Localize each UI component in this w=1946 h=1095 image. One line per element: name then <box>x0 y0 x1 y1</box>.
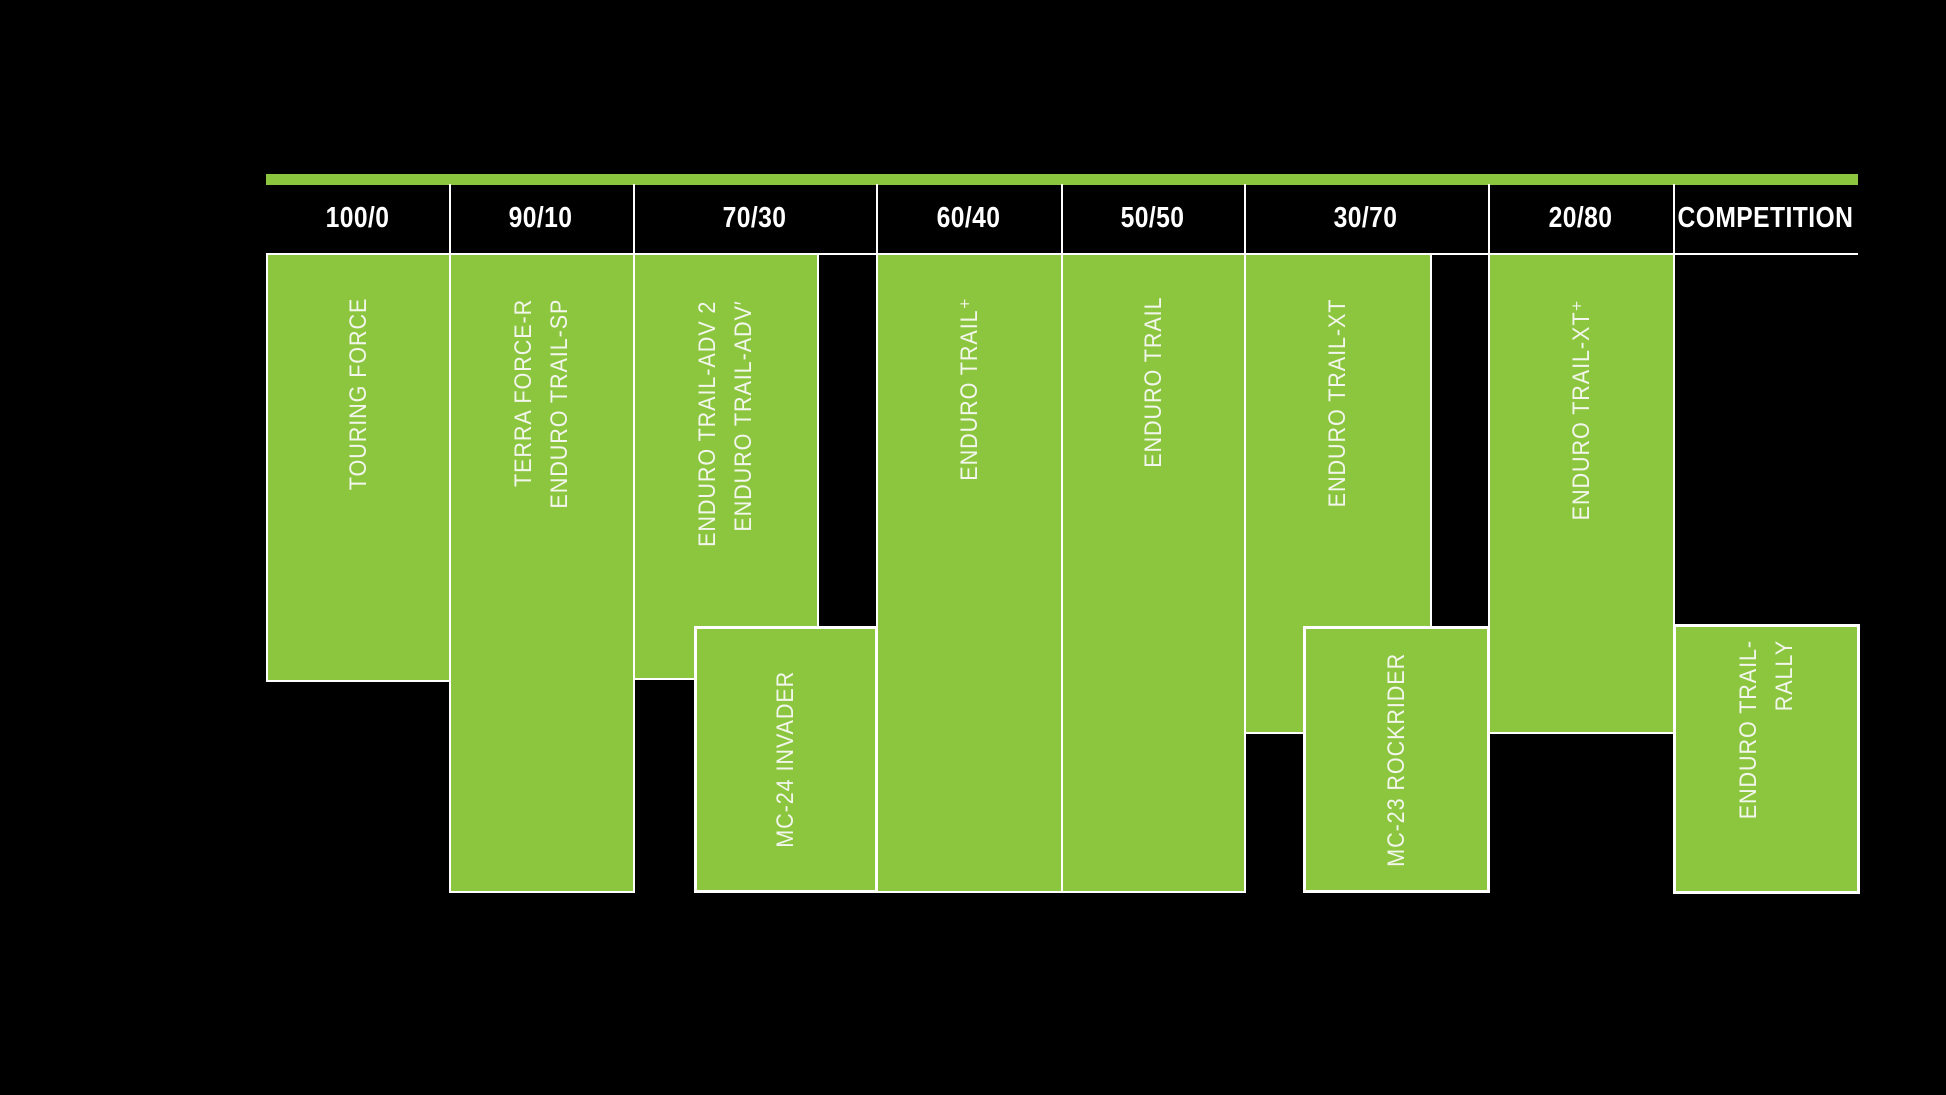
header-cell-100-0: 100/0 <box>266 184 449 253</box>
header-cell-label: 20/80 <box>1548 202 1613 234</box>
block-label: ENDURO TRAIL <box>1139 296 1167 468</box>
block-enduro-trail-plus: ENDURO TRAIL⁺ <box>876 253 1063 893</box>
header-cell-label: 50/50 <box>1120 202 1185 234</box>
block-label: MC-23 ROCKRIDER <box>1382 652 1410 867</box>
block-label: ENDURO TRAIL-ADV 2 ENDURO TRAIL-ADV′ <box>694 300 757 547</box>
block-label: TERRA FORCE-R ENDURO TRAIL-SP <box>510 298 573 509</box>
block-mc-24-invader: MC-24 INVADER <box>694 626 878 893</box>
header-separator <box>1244 184 1246 255</box>
block-enduro-trail: ENDURO TRAIL <box>1061 253 1246 893</box>
header-cell-label: 60/40 <box>936 202 1001 234</box>
header-cell-50-50: 50/50 <box>1061 184 1244 253</box>
header-cell-90-10: 90/10 <box>449 184 633 253</box>
header-cell-label: 30/70 <box>1334 202 1398 234</box>
block-label: TOURING FORCE <box>344 297 372 491</box>
header-cell-30-70: 30/70 <box>1244 184 1488 253</box>
header-cell-70-30: 70/30 <box>633 184 876 253</box>
block-mc-23-rockrider: MC-23 ROCKRIDER <box>1303 626 1490 893</box>
block-terra-force-r: TERRA FORCE-R ENDURO TRAIL-SP <box>449 253 635 893</box>
top-accent-bar <box>266 174 1858 185</box>
block-label: ENDURO TRAIL-XT⁺ <box>1567 299 1595 521</box>
header-separator <box>1061 184 1063 255</box>
block-enduro-trail-adv: ENDURO TRAIL-ADV 2 ENDURO TRAIL-ADV′ <box>633 253 819 680</box>
block-enduro-trail-rally: ENDURO TRAIL-RALLY <box>1673 624 1860 894</box>
block-label: MC-24 INVADER <box>772 671 799 848</box>
header-separator <box>1673 184 1675 255</box>
block-label: ENDURO TRAIL-XT <box>1324 298 1351 508</box>
block-enduro-trail-xt-plus: ENDURO TRAIL-XT⁺ <box>1488 253 1675 734</box>
block-label: ENDURO TRAIL-RALLY <box>1734 640 1798 820</box>
header-separator <box>876 184 878 255</box>
header-separator <box>633 184 635 255</box>
block-label: ENDURO TRAIL⁺ <box>955 297 983 481</box>
header-cell-label: 90/10 <box>509 202 573 234</box>
header-cell-label: 70/30 <box>722 202 787 234</box>
header-separator <box>1488 184 1490 255</box>
header-cell-label: COMPETITION <box>1677 202 1854 234</box>
header-cell-20-80: 20/80 <box>1488 184 1673 253</box>
header-cell-competition: COMPETITION <box>1673 184 1858 253</box>
header-cell-60-40: 60/40 <box>876 184 1061 253</box>
header-separator <box>449 184 451 255</box>
header-cell-label: 100/0 <box>325 202 390 234</box>
block-touring-force: TOURING FORCE <box>266 253 451 682</box>
